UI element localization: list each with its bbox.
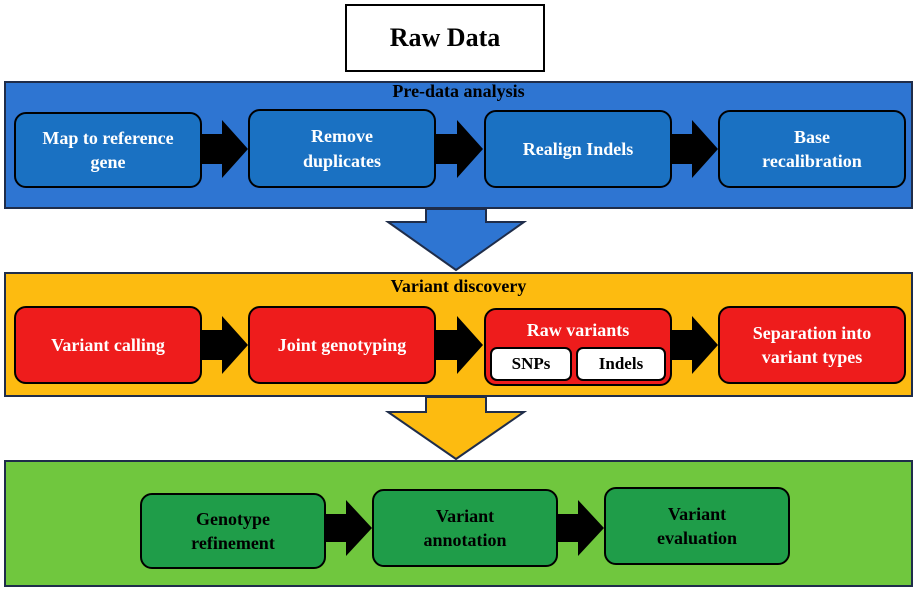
step-variant-calling: Variant calling bbox=[14, 306, 202, 384]
step-label: Variant calling bbox=[51, 334, 165, 355]
raw-variant-type-label: Indels bbox=[598, 353, 644, 373]
step-arrow-1-2 bbox=[435, 120, 483, 178]
raw-variant-type-indels: Indels bbox=[576, 347, 666, 381]
step-genotype-refinement: Genotype refinement bbox=[140, 493, 326, 569]
step-label: Separation into variant types bbox=[752, 322, 872, 367]
step-arrow-2-3 bbox=[670, 316, 718, 374]
step-label: Variant evaluation bbox=[656, 503, 737, 548]
raw-variant-type-snps: SNPs bbox=[490, 347, 572, 381]
step-arrow-1-3 bbox=[670, 120, 718, 178]
raw-variant-type-label: SNPs bbox=[511, 353, 551, 373]
raw-data-box: Raw Data bbox=[345, 4, 545, 72]
step-raw-variants: Raw variants SNPs Indels bbox=[484, 308, 672, 386]
stage-arrow-2 bbox=[384, 396, 528, 461]
step-arrow-2-1 bbox=[200, 316, 248, 374]
step-variant-evaluation: Variant evaluation bbox=[604, 487, 790, 565]
step-variant-annotation: Variant annotation bbox=[372, 489, 558, 567]
step-label: Remove duplicates bbox=[302, 126, 381, 171]
step-label: Realign Indels bbox=[522, 138, 634, 159]
step-remove-duplicates: Remove duplicates bbox=[248, 109, 436, 188]
step-arrow-1-1 bbox=[200, 120, 248, 178]
step-arrow-2-2 bbox=[435, 316, 483, 374]
step-arrow-3-1 bbox=[326, 500, 372, 556]
step-joint-genotyping: Joint genotyping bbox=[248, 306, 436, 384]
step-label: Map to reference gene bbox=[42, 127, 174, 172]
step-label: Genotype refinement bbox=[191, 508, 275, 553]
step-base-recalibration: Base recalibration bbox=[718, 110, 906, 188]
stage-title-pre-data-analysis: Pre-data analysis bbox=[392, 81, 525, 101]
raw-data-label: Raw Data bbox=[389, 23, 501, 52]
step-label: Raw variants bbox=[526, 320, 630, 340]
step-arrow-3-2 bbox=[558, 500, 604, 556]
stage-arrow-1 bbox=[384, 208, 528, 272]
step-realign-indels: Realign Indels bbox=[484, 110, 672, 188]
step-label: Joint genotyping bbox=[277, 334, 407, 355]
step-map-to-reference-gene: Map to reference gene bbox=[14, 112, 202, 188]
step-label: Base recalibration bbox=[762, 126, 862, 171]
step-separation-into-variant-types: Separation into variant types bbox=[718, 306, 906, 384]
step-label: Variant annotation bbox=[423, 505, 507, 550]
stage-title-variant-discovery: Variant discovery bbox=[390, 276, 527, 296]
